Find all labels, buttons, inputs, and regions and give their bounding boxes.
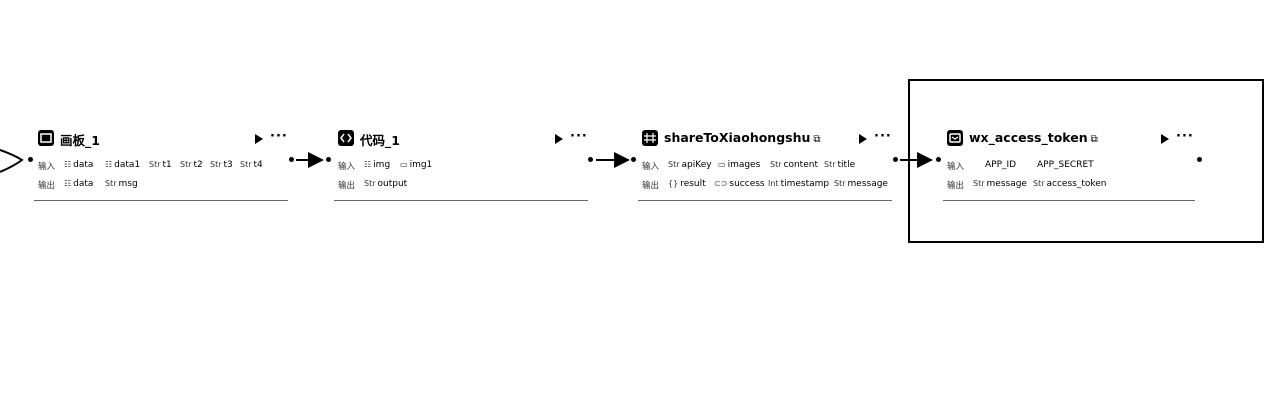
node-title: 代码_1	[360, 133, 400, 148]
array-icon: ☷	[364, 160, 372, 169]
input-port[interactable]	[326, 157, 331, 162]
node-divider	[943, 200, 1195, 201]
string-icon: Str	[210, 160, 222, 169]
string-icon: Str	[834, 179, 846, 188]
incoming-edge	[0, 149, 24, 173]
node-divider	[638, 200, 892, 201]
run-button[interactable]	[553, 131, 565, 145]
node-wx-access-token[interactable]: wx_access_token⧉ ··· 输入 APP_ID APP_SECRE…	[943, 128, 1195, 204]
token-icon	[947, 130, 963, 146]
string-icon: Str	[240, 160, 252, 169]
string-icon: Str	[770, 160, 782, 169]
run-button[interactable]	[253, 131, 265, 145]
output-port[interactable]	[1197, 157, 1202, 162]
input-label: 输入	[947, 162, 965, 172]
output-port[interactable]	[893, 157, 898, 162]
string-icon: Str	[824, 160, 836, 169]
code-icon	[338, 130, 354, 146]
board-icon	[38, 130, 54, 146]
input-field: ▭images	[718, 160, 761, 170]
output-field: ⊂⊃success	[714, 179, 765, 189]
input-field: APP_SECRET	[1037, 160, 1094, 170]
node-header[interactable]: shareToXiaohongshu⧉ ···	[642, 128, 896, 150]
input-label: 输入	[338, 162, 356, 172]
more-options-button[interactable]: ···	[570, 129, 588, 144]
image-icon: ▭	[718, 160, 726, 169]
array-icon: ☷	[105, 160, 113, 169]
string-icon: Str	[105, 179, 117, 188]
run-button[interactable]	[857, 131, 869, 145]
array-icon: ☷	[64, 160, 72, 169]
node-header[interactable]: 画板_1 ···	[38, 128, 292, 150]
output-label: 输出	[38, 181, 56, 191]
object-icon: {}	[668, 179, 679, 188]
input-label: 输入	[642, 162, 660, 172]
string-icon: Str	[180, 160, 192, 169]
input-field: ▭img1	[400, 160, 433, 170]
plugin-badge-icon: ⧉	[813, 134, 821, 145]
string-icon: Str	[364, 179, 376, 188]
output-field: ☷data	[64, 179, 94, 189]
input-field: APP_ID	[985, 160, 1017, 170]
input-label: 输入	[38, 162, 56, 172]
boolean-icon: ⊂⊃	[714, 179, 728, 188]
string-icon: Str	[973, 179, 985, 188]
output-label: 输出	[642, 181, 660, 191]
plugin-icon	[642, 130, 658, 146]
array-icon: ☷	[64, 179, 72, 188]
input-field: ☷data1	[105, 160, 141, 170]
input-port[interactable]	[936, 157, 941, 162]
node-title: 画板_1	[60, 133, 100, 148]
input-port[interactable]	[28, 157, 33, 162]
output-label: 输出	[947, 181, 965, 191]
output-port[interactable]	[289, 157, 294, 162]
integer-icon: Int	[768, 179, 779, 188]
output-field: {}result	[668, 179, 706, 189]
selection-highlight-box	[908, 79, 1264, 243]
run-button[interactable]	[1159, 131, 1171, 145]
plugin-badge-icon: ⧉	[1090, 134, 1098, 145]
node-divider	[334, 200, 588, 201]
input-port[interactable]	[631, 157, 636, 162]
more-options-button[interactable]: ···	[1176, 129, 1194, 144]
image-icon: ▭	[400, 160, 408, 169]
more-options-button[interactable]: ···	[874, 129, 892, 144]
node-header[interactable]: 代码_1 ···	[338, 128, 592, 150]
node-title: wx_access_token⧉	[969, 130, 1098, 145]
node-title: shareToXiaohongshu⧉	[664, 130, 821, 145]
node-header[interactable]: wx_access_token⧉ ···	[947, 128, 1199, 150]
input-field: ☷img	[364, 160, 391, 170]
node-divider	[34, 200, 288, 201]
output-label: 输出	[338, 181, 356, 191]
string-icon: Str	[1033, 179, 1045, 188]
string-icon: Str	[149, 160, 161, 169]
more-options-button[interactable]: ···	[270, 129, 288, 144]
output-port[interactable]	[588, 157, 593, 162]
input-field: ☷data	[64, 160, 94, 170]
string-icon: Str	[668, 160, 680, 169]
